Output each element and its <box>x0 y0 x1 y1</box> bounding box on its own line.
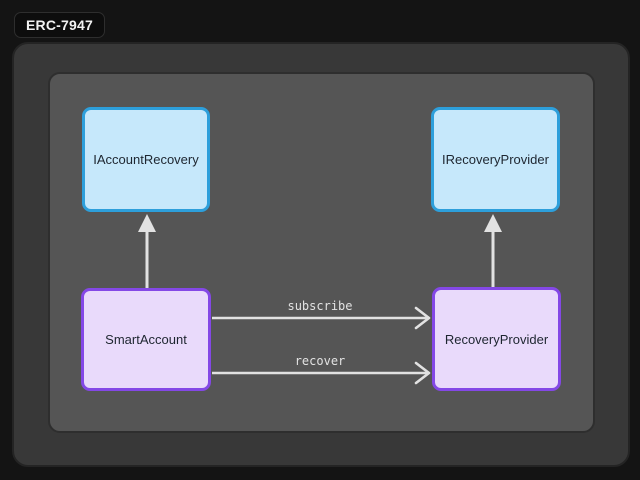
node-label: IRecoveryProvider <box>442 152 549 167</box>
node-irecovery-provider: IRecoveryProvider <box>431 107 560 212</box>
node-label: IAccountRecovery <box>93 152 199 167</box>
node-smart-account: SmartAccount <box>81 288 211 391</box>
edge-label-recover: recover <box>294 354 346 368</box>
diagram-title-label: ERC-7947 <box>26 17 93 33</box>
node-iaccount-recovery: IAccountRecovery <box>82 107 210 212</box>
node-recovery-provider: RecoveryProvider <box>432 287 561 391</box>
diagram-title-badge: ERC-7947 <box>14 12 105 38</box>
node-label: SmartAccount <box>105 332 187 347</box>
edge-label-subscribe: subscribe <box>287 299 353 313</box>
node-label: RecoveryProvider <box>444 331 549 347</box>
